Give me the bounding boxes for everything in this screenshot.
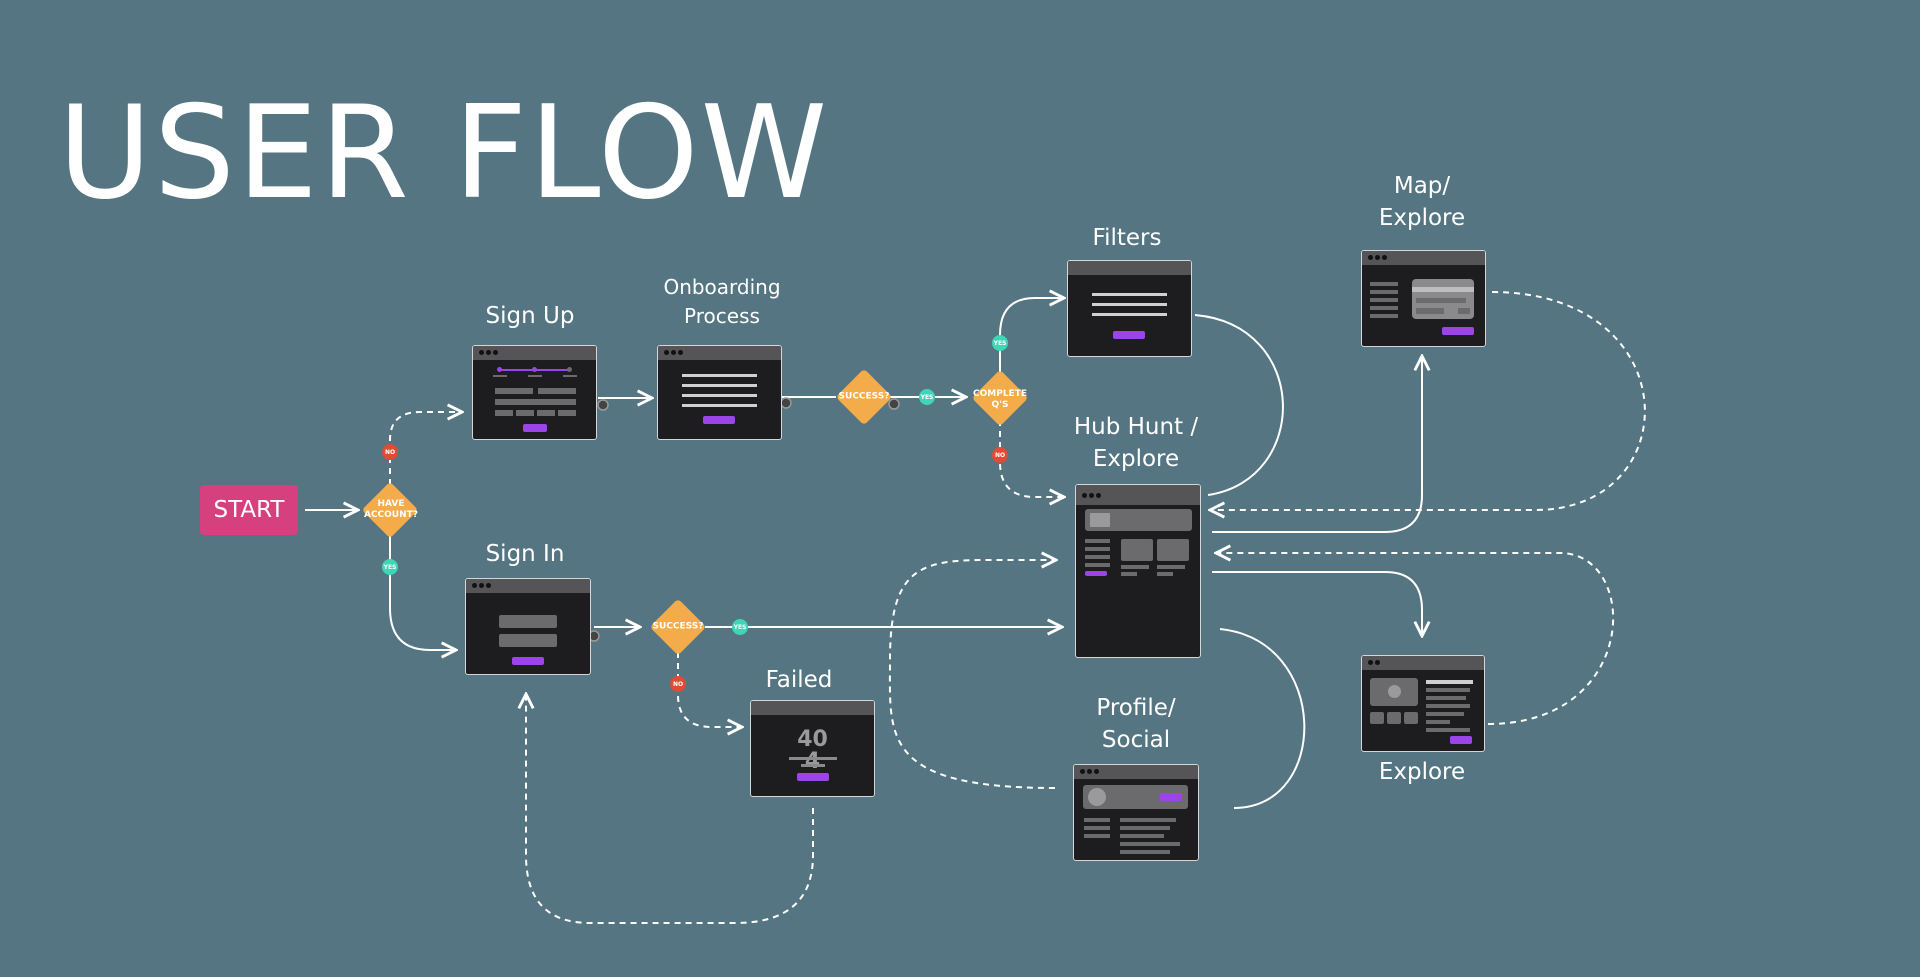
decision-complete-qs-text: COMPLETE Q'S <box>973 389 1027 410</box>
screen-map-explore <box>1361 250 1486 347</box>
badge-yes-complete-qs: YES <box>992 335 1008 351</box>
label-sign-in: Sign In <box>485 541 565 567</box>
edge-map-to-hub <box>1210 291 1646 510</box>
edge-complete-to-filters <box>999 298 1064 372</box>
label-filters: Filters <box>1092 225 1162 251</box>
start-node: START <box>200 485 298 535</box>
badge-yes-signin-success: YES <box>732 619 748 635</box>
label-onboarding: Onboarding Process <box>663 275 781 328</box>
screen-hub-hunt <box>1075 484 1201 658</box>
screen-sign-in <box>465 578 591 675</box>
label-hub-hunt: Hub Hunt / Explore <box>1073 414 1199 472</box>
label-profile-social: Profile/ Social <box>1096 695 1176 753</box>
edge-complete-no-to-hub <box>999 420 1064 497</box>
badge-no-signin-success: NO <box>670 676 686 692</box>
screen-sign-up <box>472 345 597 440</box>
label-failed: Failed <box>765 667 833 693</box>
label-map-explore: Map/ Explore <box>1378 173 1466 231</box>
screen-onboarding <box>657 345 782 440</box>
screen-profile-social <box>1073 764 1199 861</box>
edge-hub-to-profile <box>1219 628 1306 809</box>
badge-yes-signup-success: YES <box>919 389 935 405</box>
screen-filters <box>1067 260 1192 357</box>
edge-explore-to-hub <box>1216 553 1615 725</box>
edge-success-no-to-failed <box>677 652 742 727</box>
edge-hub-to-explore <box>1212 571 1422 636</box>
decision-signin-success-text: SUCCESS? <box>652 621 704 632</box>
screen-explore <box>1361 655 1485 752</box>
edge-filters-to-hub <box>1194 314 1284 496</box>
edge-yes-to-signin <box>389 535 456 650</box>
failed-error-code: 40 4 <box>797 727 828 774</box>
decision-signup-success-text: SUCCESS? <box>838 391 890 402</box>
edge-hub-to-map <box>1212 356 1422 533</box>
page-title: USER FLOW <box>58 79 830 228</box>
screen-failed: 40 4 <box>750 700 875 797</box>
edge-profile-to-hub <box>888 560 1056 789</box>
edge-no-to-signup <box>389 412 462 485</box>
edge-failed-to-signin <box>526 694 814 924</box>
label-sign-up: Sign Up <box>485 303 575 329</box>
decision-have-account-text: HAVE ACCOUNT? <box>363 499 419 520</box>
badge-no-complete-qs: NO <box>992 447 1008 463</box>
badge-yes-have-account: YES <box>382 559 398 575</box>
label-explore: Explore <box>1378 759 1466 785</box>
badge-no-have-account: NO <box>382 444 398 460</box>
